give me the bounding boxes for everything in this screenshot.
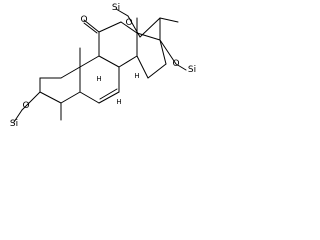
bond <box>120 21 138 34</box>
bond <box>159 39 167 65</box>
hydrogen-label-8: H <box>116 98 121 106</box>
bond <box>127 15 141 38</box>
bond <box>139 17 161 38</box>
left-silicon-label: Si <box>10 119 18 129</box>
right-oxygen-label: O <box>172 59 179 69</box>
bond <box>98 21 122 33</box>
bond <box>175 63 187 71</box>
hydrogen-label-14: H <box>134 72 139 80</box>
top-silicon-label: Si <box>112 3 120 13</box>
chemical-structure: O Si O O Si O Si H H H <box>10 3 196 129</box>
bond <box>60 91 81 104</box>
bond <box>79 91 100 104</box>
bond <box>83 22 98 34</box>
bond <box>79 55 100 68</box>
bond <box>115 8 129 17</box>
hydrogen-label-9: H <box>96 75 101 83</box>
ketone-oxygen-label: O <box>80 15 87 25</box>
atom-labels: O Si O O Si O Si H H H <box>10 3 196 129</box>
bond <box>136 32 161 41</box>
bond <box>159 17 179 23</box>
bonds <box>13 8 187 123</box>
bond <box>159 39 177 65</box>
bond <box>99 88 118 100</box>
bond <box>136 55 149 79</box>
left-oxygen-label: O <box>22 101 29 111</box>
top-oxygen-label: O <box>125 18 132 28</box>
bond <box>98 91 120 104</box>
bond <box>118 55 138 68</box>
bond <box>83 19 100 33</box>
bond <box>60 66 81 79</box>
right-silicon-label: Si <box>188 65 196 75</box>
bond <box>39 91 62 104</box>
bond <box>147 63 167 79</box>
bond <box>13 109 23 123</box>
bond <box>21 91 41 111</box>
bond <box>98 55 120 68</box>
structure-canvas: O Si O O Si O Si H H H <box>0 0 208 143</box>
